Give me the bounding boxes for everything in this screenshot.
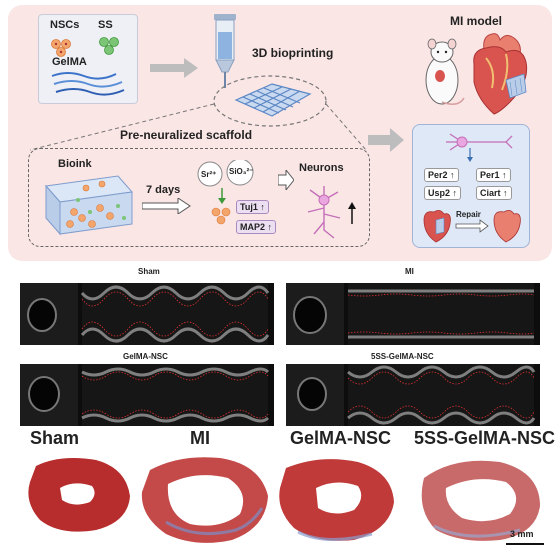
repair-label: Repair (456, 210, 481, 219)
echo-title-5ss-gelma-nsc: 5SS-GelMA-NSC (371, 352, 434, 361)
echo-image-gelma-nsc (20, 364, 270, 426)
marker-tuj1: Tuj1 ↑ (236, 200, 269, 214)
up-arrow-icon: ↑ (260, 202, 265, 212)
neuron-icon (307, 186, 356, 239)
gene-ciart: Ciart ↑ (476, 186, 512, 200)
group-label-gelma-nsc: GelMA-NSC (290, 428, 392, 448)
section-gelma-nsc (279, 459, 394, 542)
up-arrow-icon: ↑ (267, 222, 273, 232)
group-label-5ss-gelma-nsc: 5SS-GelMA-NSC (414, 428, 556, 448)
echo-image-mi (286, 283, 535, 345)
bioprinting-label: 3D bioprinting (252, 46, 334, 60)
sio-ion-label: SiO₃²⁻ (229, 167, 254, 176)
marker-tuj1-label: Tuj1 (240, 202, 258, 212)
ss-label: SS (98, 19, 113, 31)
scaffold-box (28, 148, 370, 247)
group-label-mi: MI (190, 428, 210, 448)
neurons-label: Neurons (299, 162, 344, 174)
echo-image-5ss-gelma-nsc (286, 364, 536, 426)
section-mi (141, 457, 268, 543)
up-arrow-icon: ↑ (503, 188, 508, 198)
marker-map2: MAP2 ↑ (236, 220, 277, 234)
sr-ion-label: Sr²⁺ (201, 170, 217, 179)
ion-release-illustration (197, 160, 254, 225)
up-arrow-icon: ↑ (450, 170, 455, 180)
section-sham (28, 458, 131, 532)
gene-per2: Per2 ↑ (424, 168, 459, 182)
echo-title-gelma-nsc: GelMA-NSC (123, 352, 168, 361)
echo-panel-5ss-gelma-nsc (286, 364, 540, 426)
up-arrow-icon: ↑ (502, 170, 507, 180)
histology-sections (28, 457, 544, 545)
gene-usp2: Usp2 ↑ (424, 186, 462, 200)
scale-bar-label: 3 mm (510, 529, 534, 539)
ss-particles (99, 37, 119, 55)
arrow-to-printer (150, 58, 198, 78)
materials-box (38, 14, 138, 104)
days-label: 7 days (146, 184, 181, 196)
neurons-arrow (278, 170, 294, 190)
syringe-icon (214, 14, 236, 88)
rat-icon (425, 38, 465, 105)
days-arrow (142, 198, 191, 214)
mi-model-label: MI model (450, 14, 503, 28)
arrow-to-mi (368, 128, 404, 152)
section-5ss-gelma-nsc (421, 460, 540, 541)
gelma-label: GelMA (52, 56, 87, 68)
heart-icon (473, 33, 528, 115)
repair-illustration (423, 210, 521, 243)
bioink-illustration (45, 175, 133, 236)
leader-lines (29, 103, 367, 151)
echo-panel-sham (20, 283, 274, 345)
marker-map2-label: MAP2 (240, 222, 266, 232)
gene-usp2-label: Usp2 (428, 188, 451, 198)
gene-per1-label: Per1 (480, 170, 500, 180)
gelma-strands (51, 72, 125, 96)
mi-neuron-icon (446, 133, 513, 162)
gene-per2-label: Per2 (428, 170, 448, 180)
echo-image-sham (20, 283, 270, 345)
echo-panel-mi (286, 283, 540, 345)
up-arrow-icon: ↑ (452, 188, 458, 198)
bioink-label: Bioink (58, 158, 92, 170)
echo-title-sham: Sham (138, 267, 160, 276)
echo-panel-gelma-nsc (20, 364, 274, 426)
gene-per1: Per1 ↑ (476, 168, 511, 182)
printed-scaffold (213, 75, 327, 127)
nscs-label: NSCs (50, 19, 80, 31)
scaffold-label: Pre-neuralized scaffold (120, 128, 253, 142)
echo-title-mi: MI (405, 267, 414, 276)
materials-illustration (51, 37, 125, 96)
gene-ciart-label: Ciart (480, 188, 501, 198)
group-label-sham: Sham (30, 428, 80, 448)
